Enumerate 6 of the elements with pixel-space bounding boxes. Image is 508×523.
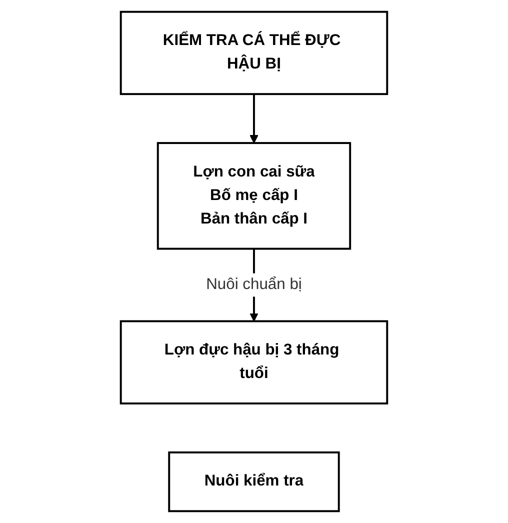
node-box: Lợn đực hậu bị 3 tháng tuổi [120, 320, 388, 404]
arrow [250, 94, 258, 144]
node-box: Nuôi kiểm tra [168, 451, 340, 512]
node-box: KIỂM TRA CÁ THỂ ĐỰC HẬU BỊ [120, 10, 388, 96]
edge-label: Nuôi chuẩn bị [206, 276, 302, 293]
node-box: Lợn con cai sữa Bố mẹ cấp I Bản thân cấp I [156, 142, 352, 250]
